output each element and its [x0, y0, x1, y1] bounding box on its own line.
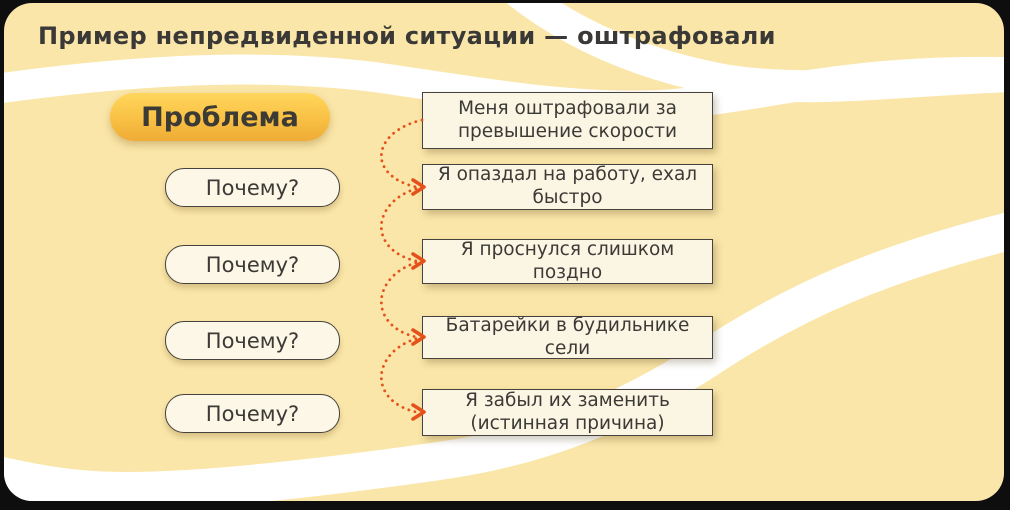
answer-box-1: Меня оштрафовали за превышение скорости	[422, 92, 713, 149]
why-pill-1: Почему?	[165, 168, 340, 207]
why-pill-3: Почему?	[165, 321, 340, 360]
answer-box-2: Я опаздал на работу, ехал быстро	[422, 164, 713, 210]
problem-pill: Проблема	[110, 93, 330, 141]
answer-box-5: Я забыл их заменить (истинная причина)	[422, 389, 713, 436]
ribbon-top-diagonal	[506, 3, 1004, 103]
why-pill-2: Почему?	[165, 245, 340, 284]
why-pill-4: Почему?	[165, 394, 340, 433]
answer-box-3: Я проснулся слишком поздно	[422, 239, 713, 284]
ribbon-bottom-sweep	[4, 212, 1004, 501]
page-title: Пример непредвиденной ситуации — оштрафо…	[38, 22, 776, 50]
slide-card: Пример непредвиденной ситуации — оштрафо…	[4, 3, 1004, 501]
answer-box-4: Батарейки в будильнике сели	[422, 315, 713, 359]
